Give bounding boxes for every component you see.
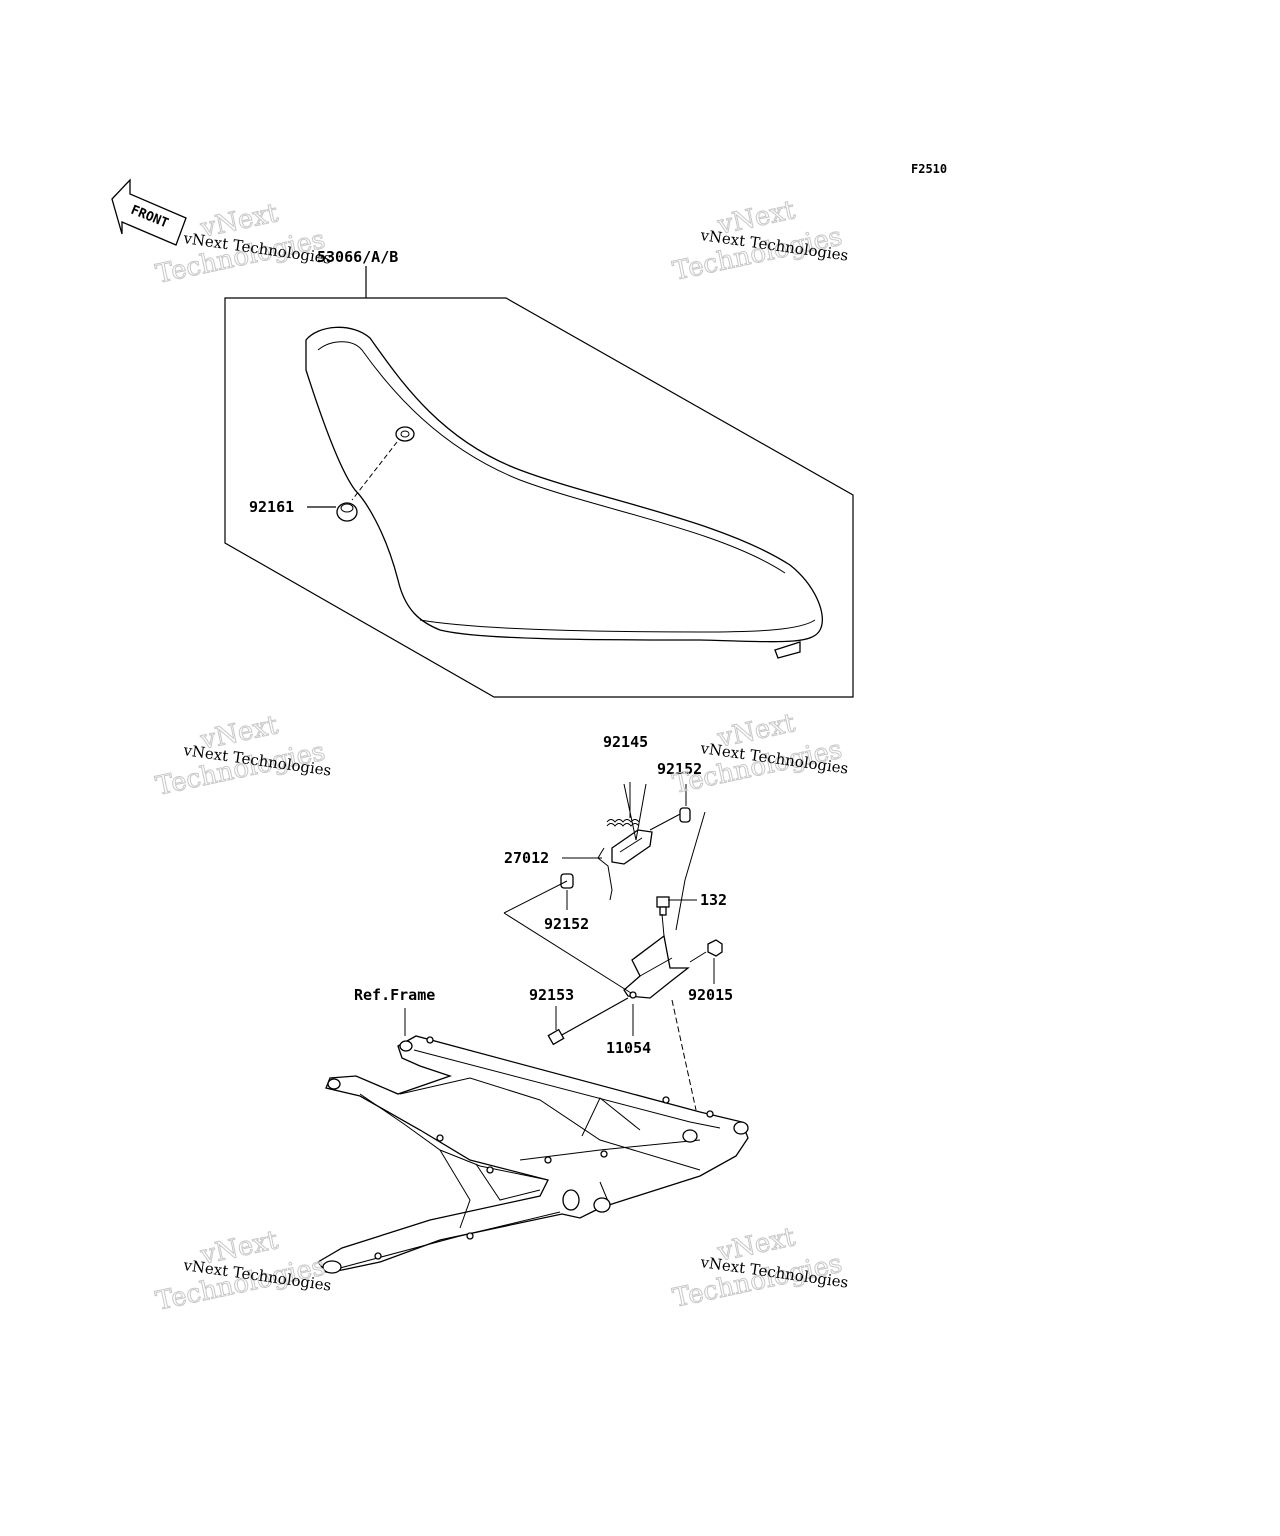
label-nut: 92015	[688, 986, 733, 1004]
label-bracket: 11054	[606, 1039, 651, 1057]
watermark-bottom-right: vNext Technologies vNext Technologies	[670, 1222, 850, 1315]
watermark-bottom-left: vNext Technologies vNext Technologies	[153, 1225, 333, 1318]
front-arrow-icon: FRONT	[111, 178, 187, 246]
label-collar-upper: 92152	[657, 760, 702, 778]
label-seat: 53066/A/B	[317, 248, 398, 266]
bolt-92153-icon	[547, 997, 629, 1046]
watermark-top-right: vNext Technologies vNext Technologies	[670, 195, 850, 288]
label-cap: 92161	[249, 498, 294, 516]
bolt-132-icon	[656, 896, 670, 916]
frame-illustration	[317, 1008, 749, 1274]
watermark-mid-right: vNext Technologies vNext Technologies	[670, 708, 850, 801]
nut-92015-icon	[707, 939, 723, 957]
hook-27012-icon	[597, 811, 685, 901]
spring-92145-icon	[606, 782, 640, 827]
seat-assembly-box	[224, 266, 854, 698]
label-frame-ref: Ref.Frame	[354, 986, 435, 1004]
collar-upper-icon	[679, 807, 691, 823]
label-spring: 92145	[603, 733, 648, 751]
label-collar-lower: 92152	[544, 915, 589, 933]
figure-id: F2510	[911, 162, 947, 176]
hook-assembly	[503, 782, 723, 1111]
label-bolt-long: 92153	[529, 986, 574, 1004]
bracket-11054-icon	[623, 934, 690, 999]
label-hook: 27012	[504, 849, 549, 867]
watermark-mid-left: vNext Technologies vNext Technologies	[153, 710, 333, 803]
watermark-top-left: vNext Technologies vNext Technologies	[153, 198, 333, 291]
label-bolt-small: 132	[700, 891, 727, 909]
cap-92161-icon	[336, 502, 358, 522]
seat-illustration	[305, 326, 823, 659]
